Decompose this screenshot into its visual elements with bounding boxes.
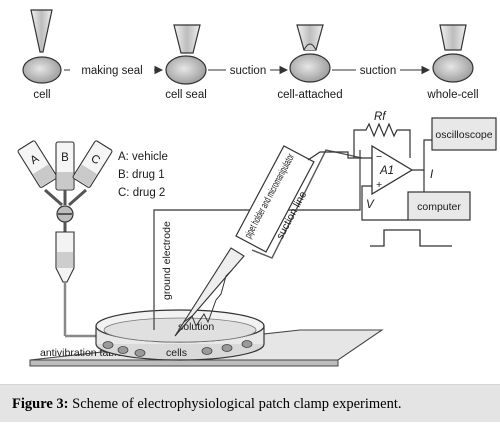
patch-pipette-icon [174, 247, 245, 337]
cells-label: cells [166, 347, 187, 359]
amplifier-label: A1 [379, 165, 394, 177]
cell-icon [289, 53, 331, 83]
petri-dish: solution cells [95, 309, 265, 361]
membrane-bleb-icon [303, 43, 317, 51]
cell-icon [432, 53, 474, 83]
reservoir-a: A [17, 140, 58, 188]
caption-label: Figure 3: [12, 396, 69, 412]
perfusion-legend-item: C: drug 2 [118, 187, 165, 199]
transition-label: suction [230, 65, 266, 77]
transition-label: making seal [81, 65, 142, 77]
feedback-resistor-label: Rf [374, 111, 387, 123]
perfusion-system: A B C A: vehicle B: drug 1 C: drug 2 [17, 140, 168, 338]
computer-box [407, 191, 471, 221]
minus-sign: − [376, 151, 382, 163]
pipette-icon [173, 24, 201, 54]
amplifier-circuit: Rf A1 − + I V oscilloscope computer [307, 111, 497, 247]
stage-cell-attached: cell-attached [277, 24, 343, 101]
figure-caption: Figure 3: Scheme of electrophysiological… [0, 384, 500, 422]
solution-label: solution [178, 321, 214, 333]
pipette-icon [30, 9, 53, 53]
stage-cell-seal: cell seal [165, 24, 207, 101]
stage-label: cell-attached [277, 89, 342, 101]
reservoir-b: B [55, 141, 75, 191]
oscilloscope-label: oscilloscope [435, 129, 492, 141]
cell-icon [165, 55, 207, 85]
pipette-icon [439, 24, 467, 51]
seal-sequence: cell cell seal cell-attached whole-cell … [22, 9, 479, 101]
reservoir-c: C [72, 140, 113, 188]
computer-label: computer [417, 201, 461, 213]
stage-whole-cell: whole-cell [426, 24, 479, 101]
plus-sign: + [376, 179, 382, 191]
oscilloscope-box [431, 117, 497, 151]
perfusion-legend-item: A: vehicle [118, 151, 168, 163]
amplifier-icon [371, 144, 414, 196]
stage-label: cell seal [165, 89, 207, 101]
stage-label: cell [33, 89, 50, 101]
stage-label: whole-cell [426, 89, 478, 101]
cell-icon [22, 56, 62, 84]
cell-dots [102, 340, 253, 357]
pipette-assembly: pipet holder and micromanipulator suctio… [174, 145, 363, 337]
perfusion-legend-item: B: drug 1 [118, 169, 165, 181]
current-label: I [430, 169, 434, 181]
stage-cell: cell [22, 9, 62, 101]
voltage-label: V [366, 199, 375, 211]
reservoir-letter: B [61, 152, 69, 164]
caption-text: Scheme of electrophysiological patch cla… [68, 396, 402, 412]
step-pulse-icon [370, 229, 452, 247]
ground-electrode-label: ground electrode [161, 221, 173, 300]
transition-label: suction [360, 65, 396, 77]
